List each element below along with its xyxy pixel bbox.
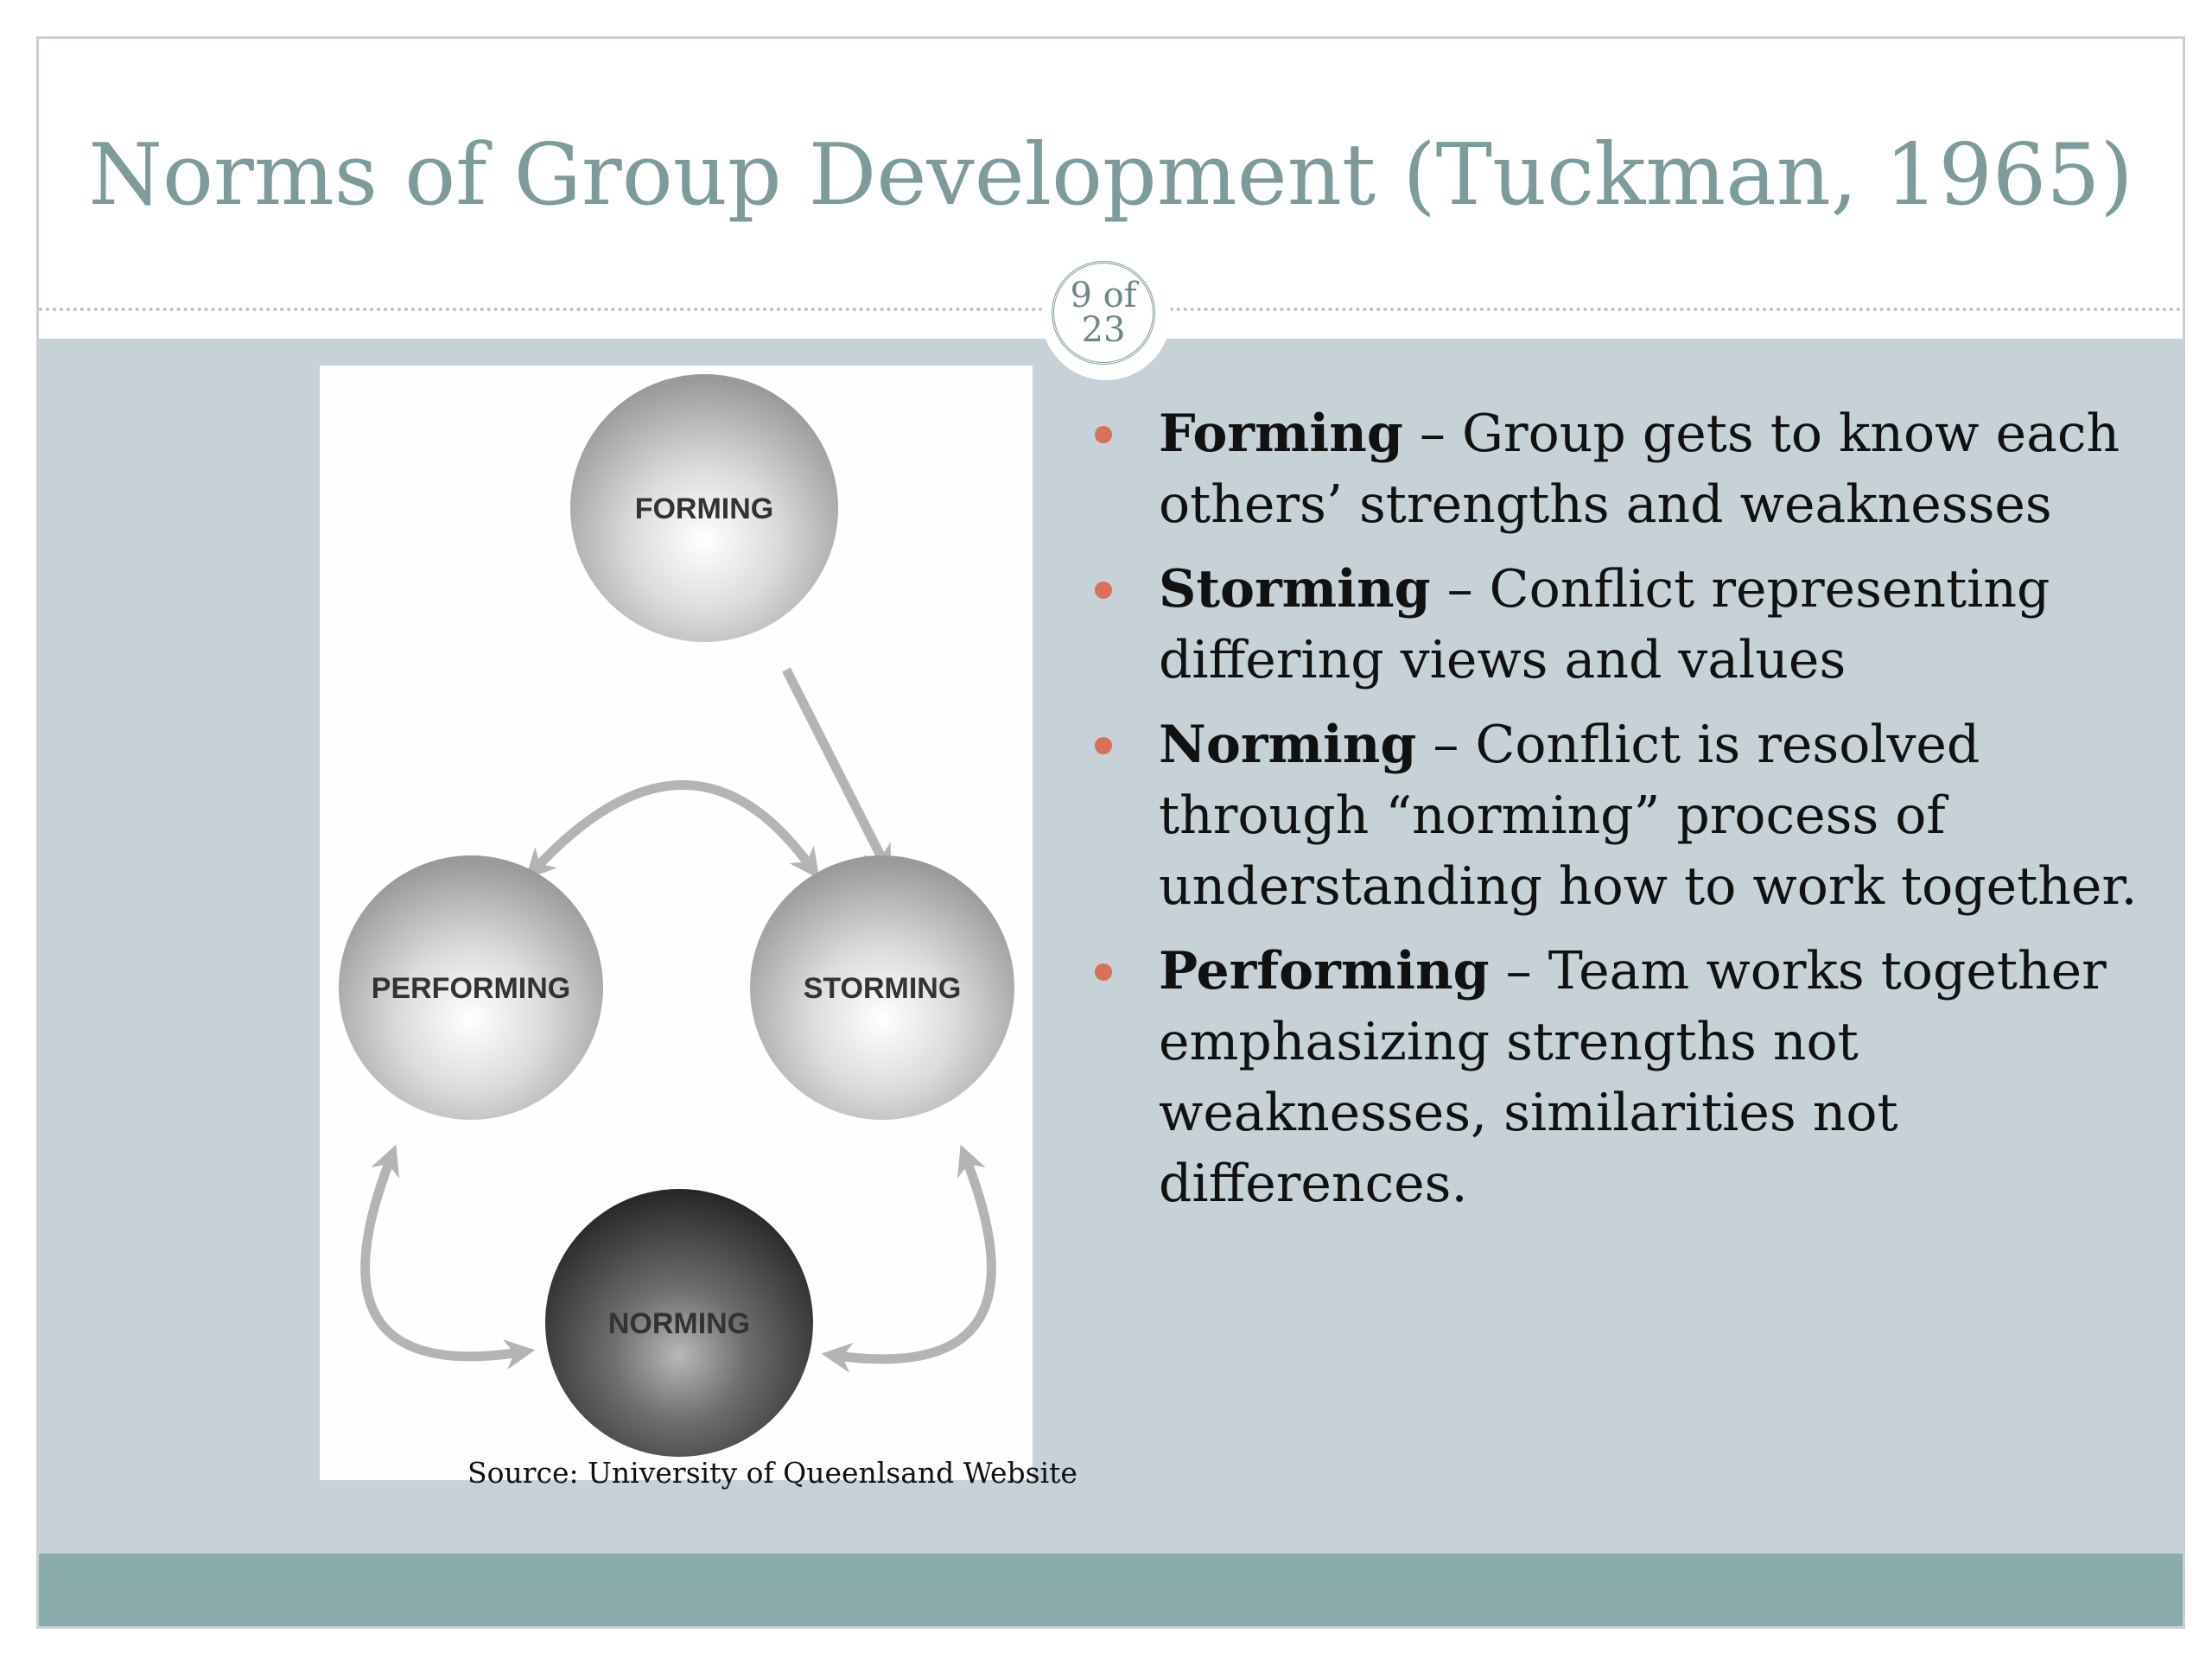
page-indicator-line2: 23 xyxy=(1081,310,1126,350)
bullet-term: Forming xyxy=(1159,404,1403,464)
bullet-dot xyxy=(1095,737,1112,754)
bullet-description: – Conflict is resolved through “norming”… xyxy=(1159,715,2138,917)
arrow-storming-norming xyxy=(821,1144,996,1373)
bullet-dot xyxy=(1095,582,1112,599)
arrow-performing-norming xyxy=(360,1144,536,1370)
figure-caption: Source: University of Queenlsand Website xyxy=(467,1456,1077,1490)
footer-band xyxy=(39,1554,2183,1626)
label-forming: FORMING xyxy=(635,493,774,525)
sphere-storming xyxy=(750,855,1014,1120)
label-storming: STORMING xyxy=(804,972,962,1005)
bullet-item-performing: Performing – Team works together emphasi… xyxy=(1065,936,2183,1219)
label-performing: PERFORMING xyxy=(372,972,570,1005)
slide-title: Norms of Group Development (Tuckman, 196… xyxy=(88,126,2133,225)
bullet-description: – Group gets to know each others’ streng… xyxy=(1159,404,2120,535)
bullet-item-storming: Storming – Conflict representing differi… xyxy=(1065,554,2183,696)
label-norming: NORMING xyxy=(608,1307,750,1340)
page-indicator: 9 of 23 xyxy=(1041,251,1171,380)
bullet-list: Forming – Group gets to know each others… xyxy=(1065,398,2183,1233)
bullet-term: Norming xyxy=(1159,715,1417,775)
bullet-term: Storming xyxy=(1159,559,1431,620)
sphere-norming xyxy=(545,1189,813,1457)
page-indicator-line1: 9 of xyxy=(1070,276,1137,315)
bullet-item-forming: Forming – Group gets to know each others… xyxy=(1065,398,2183,540)
page-indicator-ring: 9 of 23 xyxy=(1052,261,1155,365)
arrow-forming-to-storming xyxy=(782,667,891,876)
bullet-dot xyxy=(1095,963,1112,981)
slide: Norms of Group Development (Tuckman, 196… xyxy=(36,36,2185,1629)
sphere-performing xyxy=(339,855,603,1120)
bullet-description: – Team works together emphasizing streng… xyxy=(1159,941,2107,1214)
bullet-item-norming: Norming – Conflict is resolved through “… xyxy=(1065,709,2183,922)
tuckman-diagram: FORMING PERFORMING STORMING NORMING xyxy=(320,365,1033,1480)
sphere-forming xyxy=(570,374,838,642)
bullet-description: – Conflict representing differing views … xyxy=(1159,559,2050,690)
tuckman-diagram-svg: FORMING PERFORMING STORMING NORMING xyxy=(339,374,1014,1457)
bullet-dot xyxy=(1095,426,1112,443)
arrow-performing-storming xyxy=(524,780,820,880)
bullet-term: Performing xyxy=(1159,941,1490,1001)
